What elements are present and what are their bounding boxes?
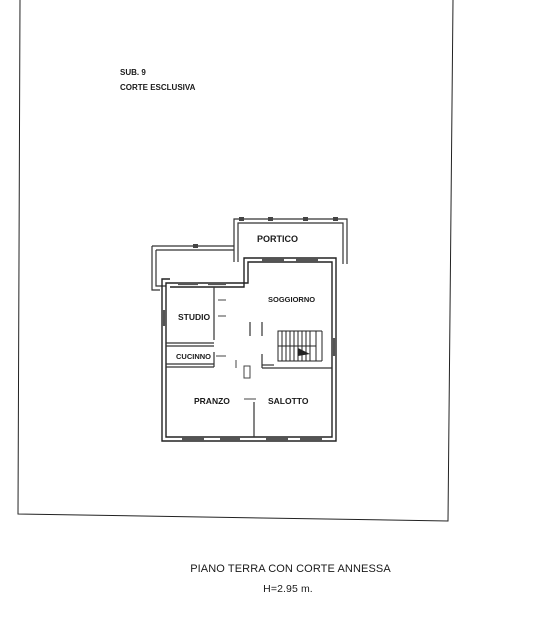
staircase: [277, 330, 323, 362]
room-label-studio: STUDIO: [178, 312, 211, 322]
room-label-soggiorno: SOGGIORNO: [268, 295, 315, 304]
room-label-cucinino: CUCINNO: [176, 352, 211, 361]
room-label-portico: PORTICO: [257, 234, 298, 244]
lot-boundary: [17, 0, 454, 522]
door-marks: [216, 299, 256, 400]
interior-walls: [166, 287, 332, 437]
room-label-salotto: SALOTTO: [268, 396, 309, 406]
room-label-pranzo: PRANZO: [194, 396, 230, 406]
subunit-area: CORTE ESCLUSIVA: [120, 83, 196, 92]
portico-columns: [193, 217, 338, 248]
ceiling-height: H=2.95 m.: [263, 583, 313, 595]
windows: [162, 258, 336, 441]
subunit-code: SUB. 9: [120, 68, 146, 77]
outer-walls: [161, 257, 337, 442]
plan-title: PIANO TERRA CON CORTE ANNESSA: [190, 563, 391, 575]
portico-structure: [151, 218, 348, 291]
stair-arrow-icon: [298, 348, 310, 356]
